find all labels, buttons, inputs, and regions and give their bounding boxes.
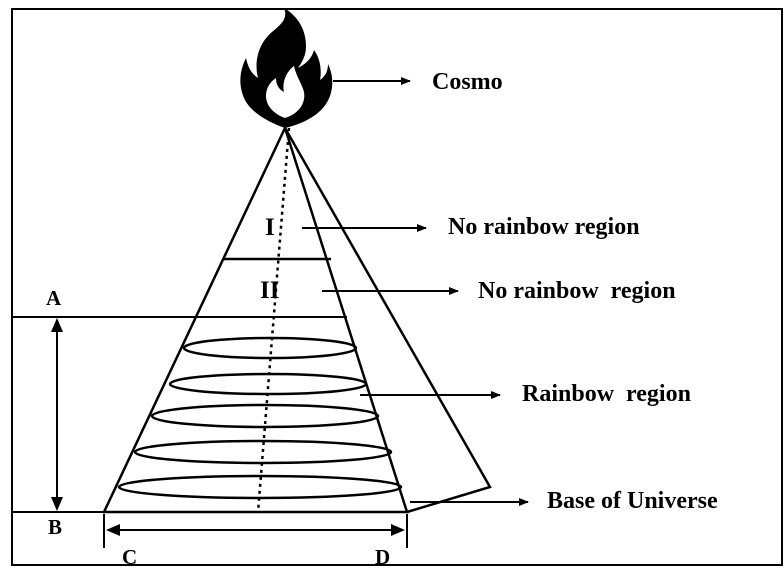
point-b: B [48, 515, 62, 539]
frame-border [11, 8, 783, 566]
rainbow-rings [117, 336, 403, 500]
label-cosmo: Cosmo [432, 69, 503, 95]
point-c: C [122, 545, 137, 566]
roman-two: II [260, 277, 279, 304]
rainbow-ring-4 [133, 439, 393, 465]
width-arrow-left [106, 524, 120, 536]
height-arrow-top [51, 318, 63, 332]
label-base: Base of Universe [547, 488, 718, 514]
side-panel [283, 127, 492, 514]
rainbow-ring-5 [117, 474, 403, 500]
flame-icon [240, 8, 333, 128]
rainbow-ring-3 [150, 403, 380, 429]
height-arrow-bottom [51, 497, 63, 511]
rainbow-ring-1 [182, 336, 358, 360]
rainbow-ring-2 [168, 372, 368, 396]
point-a: A [46, 286, 62, 310]
label-region-3: Rainbow region [522, 381, 691, 407]
width-arrow-right [391, 524, 405, 536]
point-d: D [375, 545, 390, 566]
roman-one: I [265, 214, 275, 241]
front-cone [102, 124, 409, 514]
central-axis [256, 127, 291, 513]
label-region-2: No rainbow region [478, 278, 676, 304]
label-region-1: No rainbow region [448, 214, 640, 240]
